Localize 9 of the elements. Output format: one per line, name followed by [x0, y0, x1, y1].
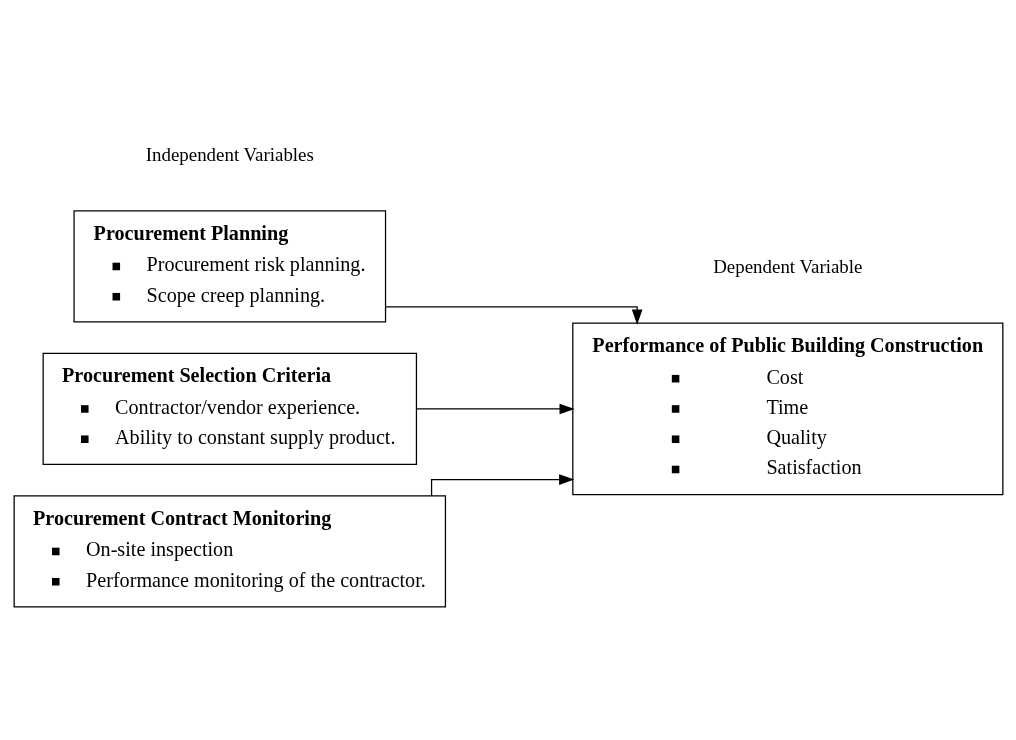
node-box: Procurement Planning Procurement risk planning. Scope creep planning.	[72, 209, 386, 323]
node-box: Procurement Contract Monitoring On-site inspection Performance monitoring of the contractor.	[13, 494, 446, 608]
arrow	[385, 305, 642, 325]
arrow	[415, 403, 575, 414]
node-box: Procurement Selection Criteria Contractor/vendor experience. Ability to constant supply product.	[42, 352, 417, 465]
arrow	[430, 473, 574, 496]
label: Independent Variables	[145, 143, 314, 165]
label: Dependent Variable	[712, 255, 862, 277]
node-box: Performance of Public Building Construction Cost Time Quality Satisfaction	[571, 322, 1003, 495]
